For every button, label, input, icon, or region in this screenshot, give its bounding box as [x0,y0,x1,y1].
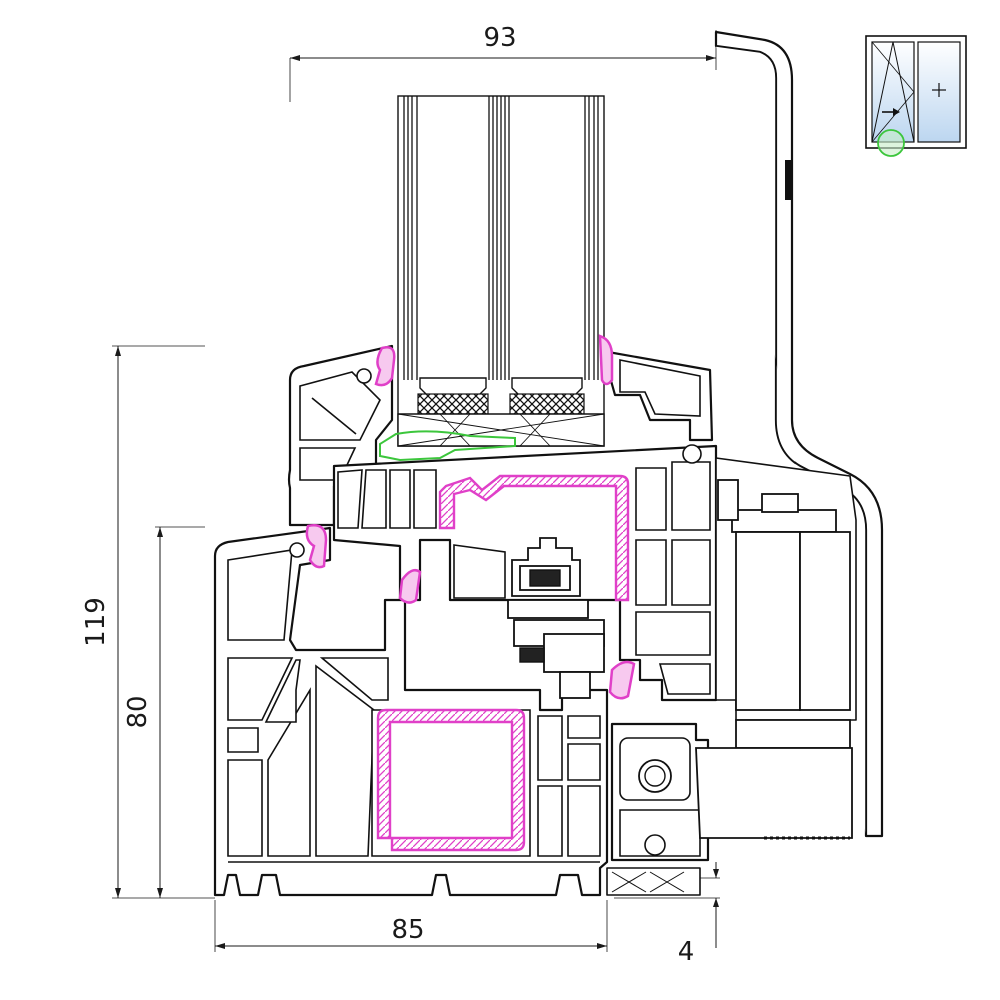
dimension-top-width: 93 [289,23,717,102]
arrow-right-icon [882,108,900,116]
dimension-label-offset: 4 [678,937,695,967]
sill-connector [606,722,853,896]
glazing-unit [397,95,605,447]
plus-icon [932,83,946,97]
dimension-label-frame-width: 85 [391,915,424,945]
shutter-box [715,457,857,749]
steel-reinforcement-frame [376,708,526,852]
dimension-label-top-width: 93 [483,23,516,53]
tilt-turn-window-icon [865,35,967,157]
hardware-mechanism [507,537,605,699]
dimension-total-height: 119 [81,345,215,899]
steel-reinforcement-sash [438,474,630,602]
green-circle-marker-icon [877,129,905,157]
glazing-bead-seal [379,430,516,462]
dimension-label-total-height: 119 [81,597,111,647]
dimension-frame-width: 85 [214,900,608,952]
dimension-frame-height: 80 [123,526,205,898]
glass-pane-lines [403,96,599,380]
dimension-label-frame-height: 80 [123,695,153,728]
gaskets [305,334,636,700]
